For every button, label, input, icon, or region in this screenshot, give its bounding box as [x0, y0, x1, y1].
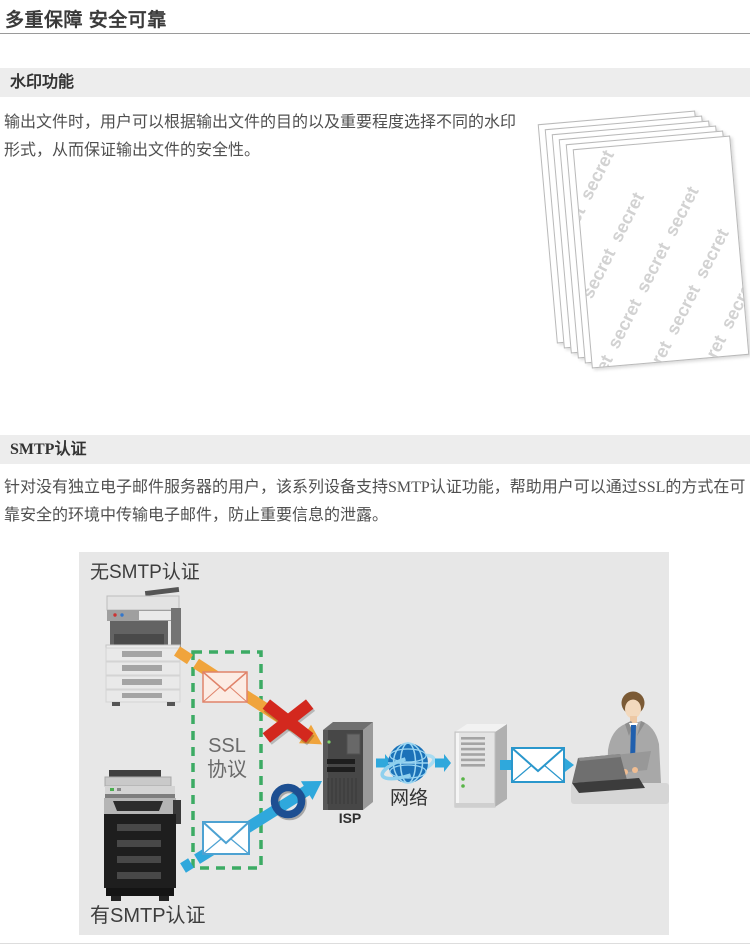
flow-arrow: [435, 754, 451, 772]
section-header-smtp: SMTP认证: [0, 435, 750, 464]
no-smtp-label: 无SMTP认证: [90, 561, 200, 583]
page-bottom-divider: [0, 943, 750, 944]
laptop-icon: [572, 754, 645, 793]
smtp-description: 针对没有独立电子邮件服务器的用户，该系列设备支持SMTP认证功能，帮助用户可以通…: [4, 479, 746, 524]
blocked-x-icon: [262, 699, 316, 746]
ssl-label-line2: 协议: [207, 758, 247, 781]
isp-label: ISP: [339, 810, 362, 826]
watermark-word: secret: [745, 219, 750, 276]
envelope-icon: [202, 821, 250, 855]
watermark-word: secret: [633, 337, 676, 369]
envelope-icon: [202, 671, 248, 703]
globe-icon: [380, 742, 436, 784]
envelope-icon: [511, 747, 565, 783]
section-heading-text: SMTP认证: [10, 441, 87, 458]
watermark-description: 输出文件时，用户可以根据输出文件的目的以及重要程度选择不同的水印形式，从而保证输…: [4, 114, 517, 159]
ssl-dashed-box: [191, 650, 263, 870]
with-smtp-label: 有SMTP认证: [90, 904, 206, 927]
secure-ring-icon: [270, 783, 307, 821]
page-title: 多重保障 安全可靠: [5, 10, 167, 31]
printer-icon-dark: [104, 770, 181, 901]
title-divider: [0, 33, 750, 34]
ssl-label-line1: SSL: [208, 735, 246, 757]
section-header-watermark: 水印功能: [0, 68, 750, 97]
watermark-word: secret: [716, 275, 750, 333]
mail-server-icon: [454, 724, 507, 808]
isp-server-icon: [323, 722, 373, 810]
network-label: 网络: [390, 787, 428, 809]
watermark-word: secret: [688, 331, 731, 369]
printer-icon: [105, 586, 181, 706]
section-heading-text: 水印功能: [10, 74, 75, 91]
smtp-diagram: 无SMTP认证: [79, 552, 669, 935]
